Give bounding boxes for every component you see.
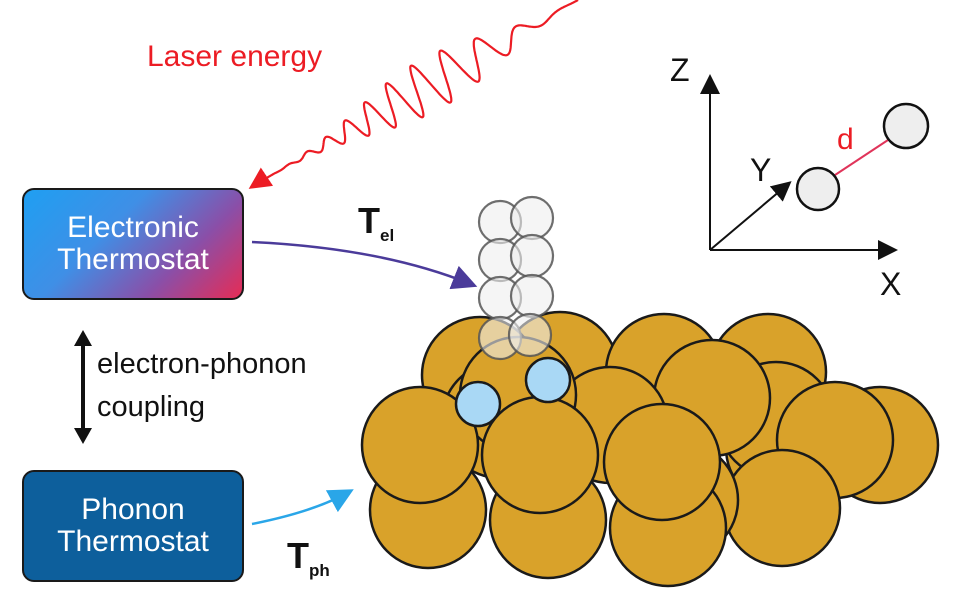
ghost-atom bbox=[509, 195, 555, 241]
phonon-thermostat-line2: Thermostat bbox=[57, 525, 209, 558]
ghost-atom bbox=[509, 273, 555, 319]
electronic-thermostat-line2: Thermostat bbox=[57, 243, 209, 276]
z-axis-label: Z bbox=[670, 52, 690, 88]
ghost-atom bbox=[507, 312, 553, 358]
ghost-atom bbox=[509, 233, 555, 279]
laser-wave bbox=[248, 0, 579, 189]
distance-line bbox=[831, 139, 889, 178]
gold-atom bbox=[480, 395, 600, 515]
electronic-thermostat-box: Electronic Thermostat bbox=[22, 188, 244, 300]
phonon-thermostat-box: Phonon Thermostat bbox=[22, 470, 244, 582]
laser-energy-label: Laser energy bbox=[147, 40, 323, 73]
electronic-thermostat-line1: Electronic bbox=[67, 211, 199, 244]
t-el-subscript: el bbox=[380, 226, 395, 246]
x-axis-label: X bbox=[880, 266, 902, 302]
coordinate-axes bbox=[700, 74, 930, 260]
molecule-atom bbox=[795, 166, 841, 212]
distance-label: d bbox=[837, 123, 854, 156]
t-el-symbol: T bbox=[358, 200, 380, 241]
coupling-label-line2: coupling bbox=[97, 391, 206, 423]
y-axis bbox=[709, 181, 792, 251]
gold-atom bbox=[602, 402, 722, 522]
adsorbate-trajectory bbox=[477, 195, 555, 361]
molecule-atom bbox=[882, 102, 930, 150]
y-axis-label: Y bbox=[750, 152, 772, 188]
phonon-thermostat-line1: Phonon bbox=[81, 493, 185, 526]
gold-atom bbox=[722, 448, 842, 568]
t-el-label: Tel bbox=[358, 200, 394, 246]
el-arrow bbox=[251, 240, 478, 290]
gold-atom bbox=[360, 385, 480, 505]
adsorbate-atom bbox=[524, 356, 572, 404]
coupling-label-line1: electron-phonon bbox=[97, 348, 307, 380]
t-ph-label: Tph bbox=[287, 535, 330, 581]
t-ph-subscript: ph bbox=[309, 561, 330, 581]
coupling-arrow bbox=[74, 330, 92, 444]
t-ph-symbol: T bbox=[287, 535, 309, 576]
ph-arrow bbox=[251, 489, 354, 526]
gold-slab bbox=[360, 310, 940, 588]
adsorbate-atom bbox=[454, 380, 502, 428]
